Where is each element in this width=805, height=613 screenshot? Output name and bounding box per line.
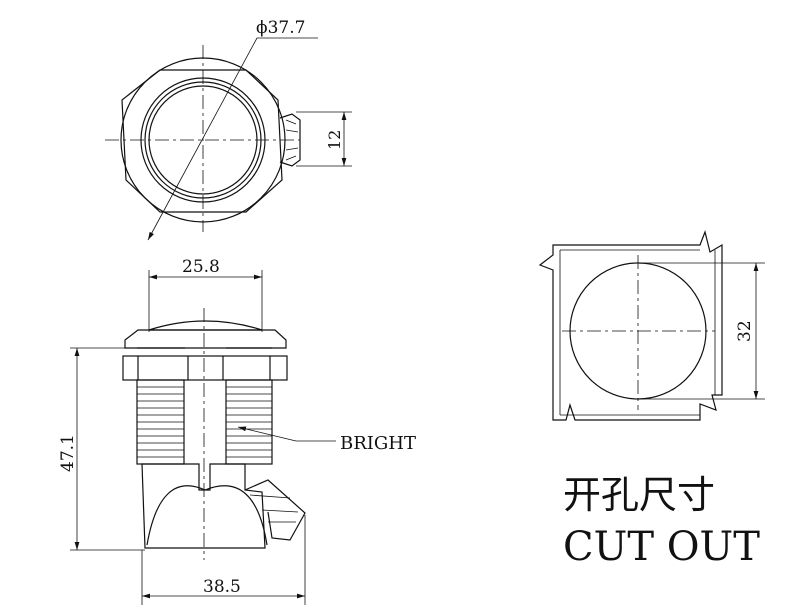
- button-dome: [148, 320, 263, 331]
- housing: [141, 463, 266, 549]
- cutout-title-en: CUT OUT: [563, 524, 760, 570]
- bright-callout: BRIGHT: [340, 433, 416, 454]
- height-label-47: 47.1: [58, 434, 78, 472]
- top-view: ϕ37.7 12: [105, 18, 352, 241]
- flange: [124, 329, 287, 349]
- terminal: [244, 479, 306, 541]
- height-label-12: 12: [325, 130, 344, 150]
- bottom-width-label: 38.5: [203, 577, 241, 597]
- nut: [122, 355, 288, 381]
- thread-left: [136, 379, 185, 465]
- diameter-label: ϕ37.7: [256, 18, 305, 38]
- panel-outline: [538, 230, 723, 421]
- thread-right: [225, 379, 273, 465]
- cutout-title-cn: 开孔尺寸: [563, 473, 715, 517]
- nut-outline: [121, 69, 283, 213]
- side-view: 25.8 47.1 38.5 BRIGHT: [58, 257, 416, 605]
- cutout-diameter-label: 32: [735, 320, 755, 342]
- cutout-view: 32 开孔尺寸 CUT OUT: [538, 230, 765, 570]
- top-width-label: 25.8: [182, 257, 220, 277]
